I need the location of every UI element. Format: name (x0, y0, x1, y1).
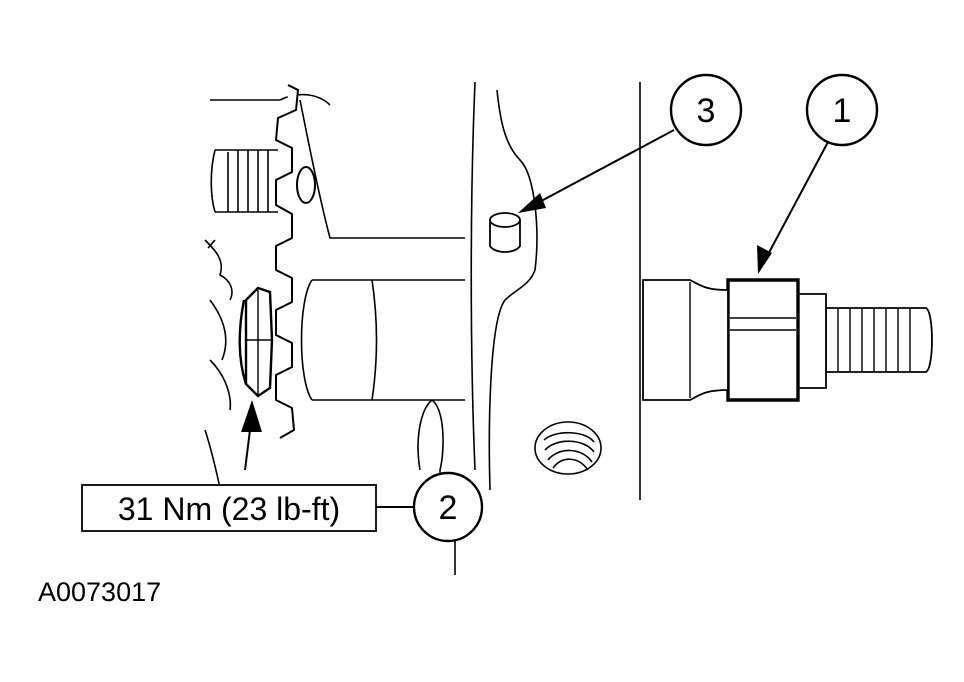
arrowheads (241, 193, 772, 432)
sprocket (274, 84, 316, 439)
camshaft-sensor (642, 278, 933, 402)
torque-spec-box: 31 Nm (23 lb-ft) (81, 484, 377, 532)
cylinder-head-edges (454, 81, 641, 575)
callout-2: 2 (412, 471, 484, 543)
figure-reference: A0073017 (38, 577, 161, 607)
callout-3: 3 (669, 73, 743, 147)
arrow-to-dowel (518, 193, 546, 213)
sprocket-bolt (238, 286, 274, 398)
callout-1: 1 (805, 73, 879, 147)
housing-outline (204, 93, 465, 511)
camshaft-bolt-threads (210, 149, 278, 213)
callout-3-label: 3 (697, 92, 716, 130)
callout-1-label: 1 (833, 92, 852, 130)
arrow-to-sensor (757, 245, 772, 274)
torque-spec-text: 31 Nm (23 lb-ft) (118, 491, 340, 527)
camshaft-journal (300, 279, 465, 480)
locating-dowel (489, 212, 521, 253)
arrow-to-bolt (241, 400, 262, 432)
leader-lines (244, 129, 829, 508)
threaded-hole (534, 421, 602, 475)
callout-2-label: 2 (439, 489, 458, 527)
